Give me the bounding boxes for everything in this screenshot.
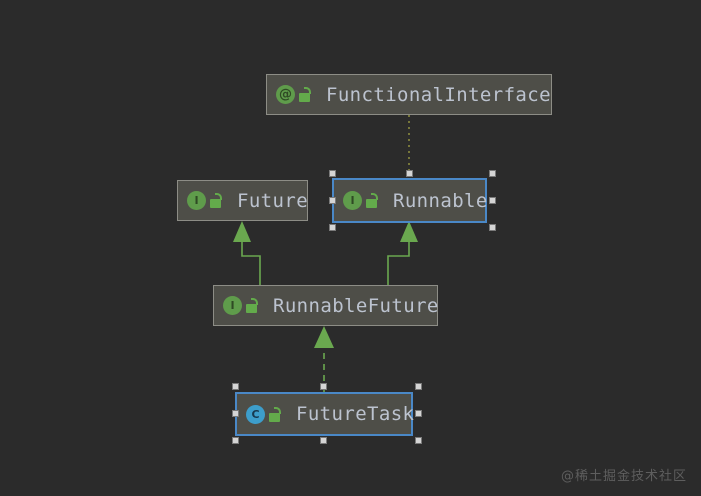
- public-lock-icon: [299, 87, 313, 102]
- public-lock-icon: [366, 193, 380, 208]
- node-label: RunnableFuture: [273, 294, 439, 317]
- selection-handle-nw[interactable]: [232, 383, 239, 390]
- public-lock-icon: [269, 406, 283, 422]
- edge-runnablefuture-runnable-arrowhead: [400, 221, 418, 242]
- selection-handle-ne[interactable]: [415, 383, 422, 390]
- watermark: @稀土掘金技术社区: [560, 469, 687, 484]
- interface-i-icon: I: [343, 191, 362, 210]
- node-functional-interface[interactable]: @ FunctionalInterface: [266, 74, 552, 115]
- selection-handle-se[interactable]: [415, 437, 422, 444]
- node-future[interactable]: I Future: [177, 180, 308, 221]
- interface-i-icon: I: [223, 296, 242, 315]
- selection-handle-sw[interactable]: [329, 224, 336, 231]
- edge-runnablefuture-future-arrowhead: [233, 221, 251, 242]
- selection-handle-n[interactable]: [406, 170, 413, 177]
- selection-handle-e[interactable]: [415, 410, 422, 417]
- selection-handle-se[interactable]: [489, 224, 496, 231]
- edge-runnablefuture-runnable: [387, 240, 410, 285]
- public-lock-icon: [210, 193, 224, 208]
- public-lock-icon: [246, 298, 260, 313]
- selection-handle-nw[interactable]: [329, 170, 336, 177]
- selection-handle-w[interactable]: [329, 197, 336, 204]
- node-runnable[interactable]: I Runnable: [332, 178, 487, 223]
- edge-runnablefuture-future: [241, 240, 261, 285]
- selection-handle-sw[interactable]: [232, 437, 239, 444]
- node-future-task[interactable]: C FutureTask: [235, 392, 415, 436]
- class-c-icon: C: [246, 404, 265, 424]
- node-label: FutureTask: [296, 403, 415, 425]
- annotation-at-icon: @: [276, 85, 295, 104]
- selection-handle-n[interactable]: [320, 383, 327, 390]
- selection-handle-e[interactable]: [489, 197, 496, 204]
- selection-handle-s[interactable]: [320, 437, 327, 444]
- selection-handle-w[interactable]: [232, 410, 239, 417]
- node-label: Runnable: [393, 189, 488, 212]
- selection-handle-ne[interactable]: [489, 170, 496, 177]
- edge-futuretask-runnablefuture-arrowhead: [314, 326, 334, 348]
- node-label: FunctionalInterface: [326, 83, 551, 106]
- node-label: Future: [237, 189, 309, 212]
- node-runnable-future[interactable]: I RunnableFuture: [213, 285, 438, 326]
- interface-i-icon: I: [187, 191, 206, 210]
